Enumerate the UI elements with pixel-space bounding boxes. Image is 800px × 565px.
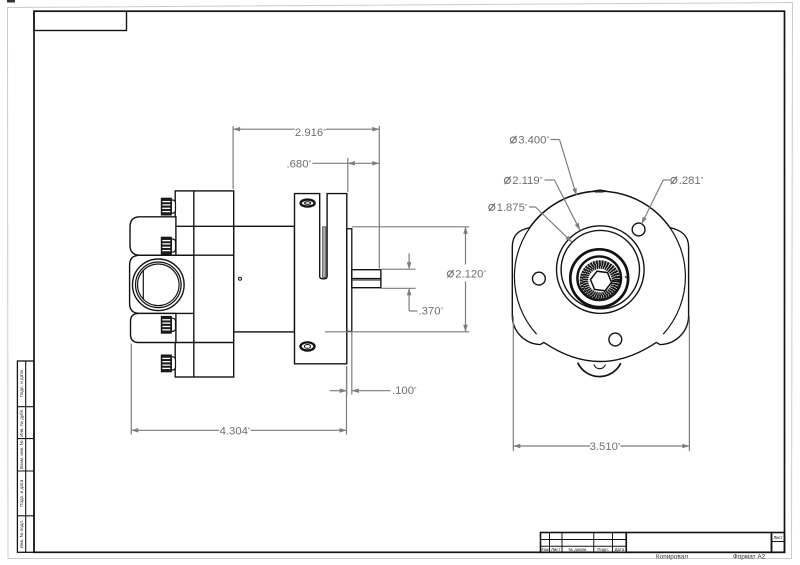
svg-text:Взам. инв. №: Взам. инв. № — [19, 441, 24, 470]
svg-text:Копировал: Копировал — [656, 554, 688, 561]
svg-text:№ докум.: № докум. — [568, 547, 587, 552]
svg-text:Дата: Дата — [615, 547, 625, 552]
svg-text:2.120″: 2.120″ — [455, 268, 486, 280]
svg-text:Инв. № подл.: Инв. № подл. — [19, 520, 24, 549]
svg-text:Инв. № дубл.: Инв. № дубл. — [19, 408, 24, 436]
svg-text:2.119″: 2.119″ — [512, 175, 542, 187]
svg-text:3.400″: 3.400″ — [518, 134, 549, 146]
svg-text:2.916″: 2.916″ — [295, 127, 326, 139]
svg-text:.100″: .100″ — [392, 385, 417, 397]
svg-text:.680″: .680″ — [287, 159, 312, 171]
svg-text:Формат А2: Формат А2 — [733, 554, 766, 561]
svg-text:Изм.: Изм. — [540, 547, 549, 552]
svg-text:Лист: Лист — [773, 535, 782, 540]
svg-text:Подп. и дата: Подп. и дата — [19, 479, 24, 507]
svg-text:1.875″: 1.875″ — [497, 202, 528, 214]
svg-text:Лист: Лист — [551, 547, 560, 552]
svg-text:Подп. и дата: Подп. и дата — [19, 370, 24, 398]
svg-text:.370″: .370″ — [419, 306, 444, 318]
svg-text:.281″: .281″ — [679, 175, 704, 187]
svg-text:4.304″: 4.304″ — [220, 426, 251, 438]
svg-text:Подп.: Подп. — [597, 547, 608, 552]
svg-text:3.510″: 3.510″ — [590, 441, 621, 453]
